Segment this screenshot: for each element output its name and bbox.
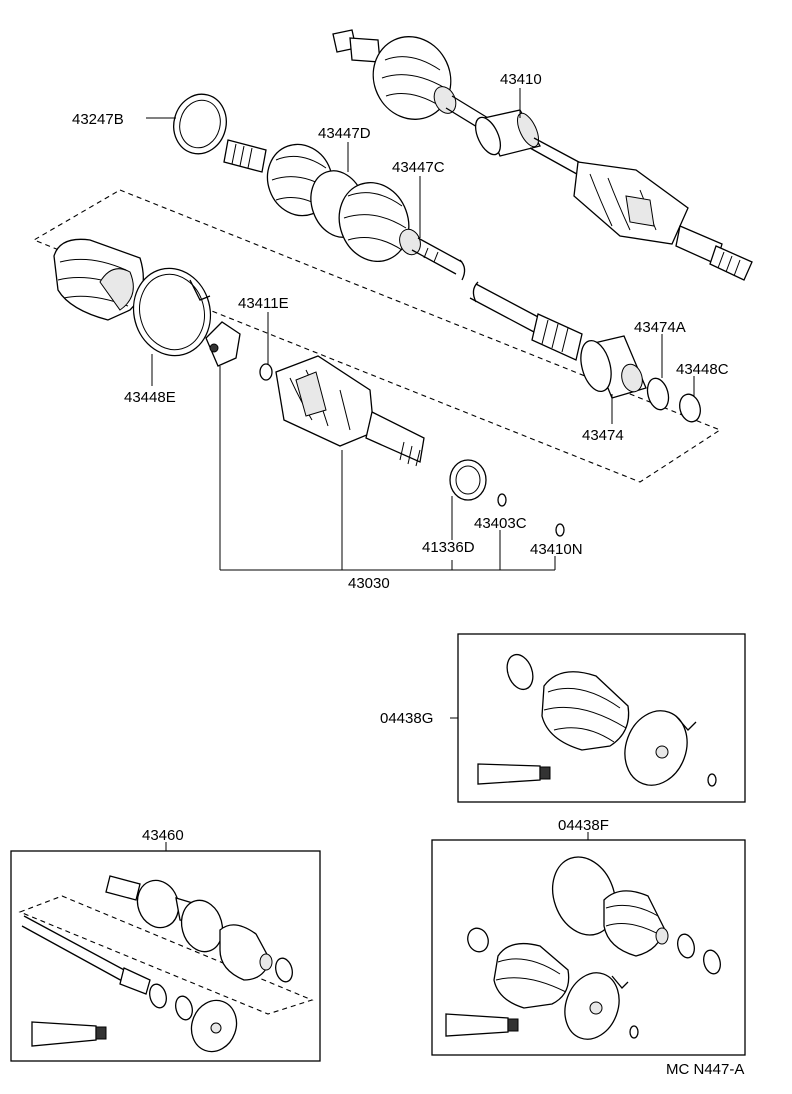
label-43030: 43030 [348,575,390,592]
kit-43460-parts [18,875,314,1053]
seal-43247B [173,93,227,155]
label-43448E: 43448E [124,389,176,406]
label-43411E: 43411E [238,295,289,312]
label-41336D: 41336D [422,539,475,556]
label-43474A: 43474A [634,319,686,336]
diagram-code: MC N447-A [666,1061,744,1078]
part-labels: 43410 43247B 43447D 43447C 43411E 43448E… [72,71,744,1078]
leader-lines [146,88,695,571]
label-04438F: 04438F [558,817,609,834]
kit-outline-43030 [32,189,722,483]
kit-04438F-parts [445,856,721,1040]
label-04438G: 04438G [380,710,433,727]
kit-04438G-parts [477,653,717,787]
label-43410: 43410 [500,71,542,88]
label-43410N: 43410N [530,541,583,558]
label-43474: 43474 [582,427,624,444]
label-43448C: 43448C [676,361,729,378]
label-43460: 43460 [142,827,184,844]
shaft-assembly-43410 [332,29,753,281]
label-43247B: 43247B [72,111,124,128]
intermediate-shaft [223,139,583,361]
kit-parts-43030 [53,238,701,537]
label-43403C: 43403C [474,515,527,532]
label-43447D: 43447D [318,125,371,142]
label-43447C: 43447C [392,159,445,176]
